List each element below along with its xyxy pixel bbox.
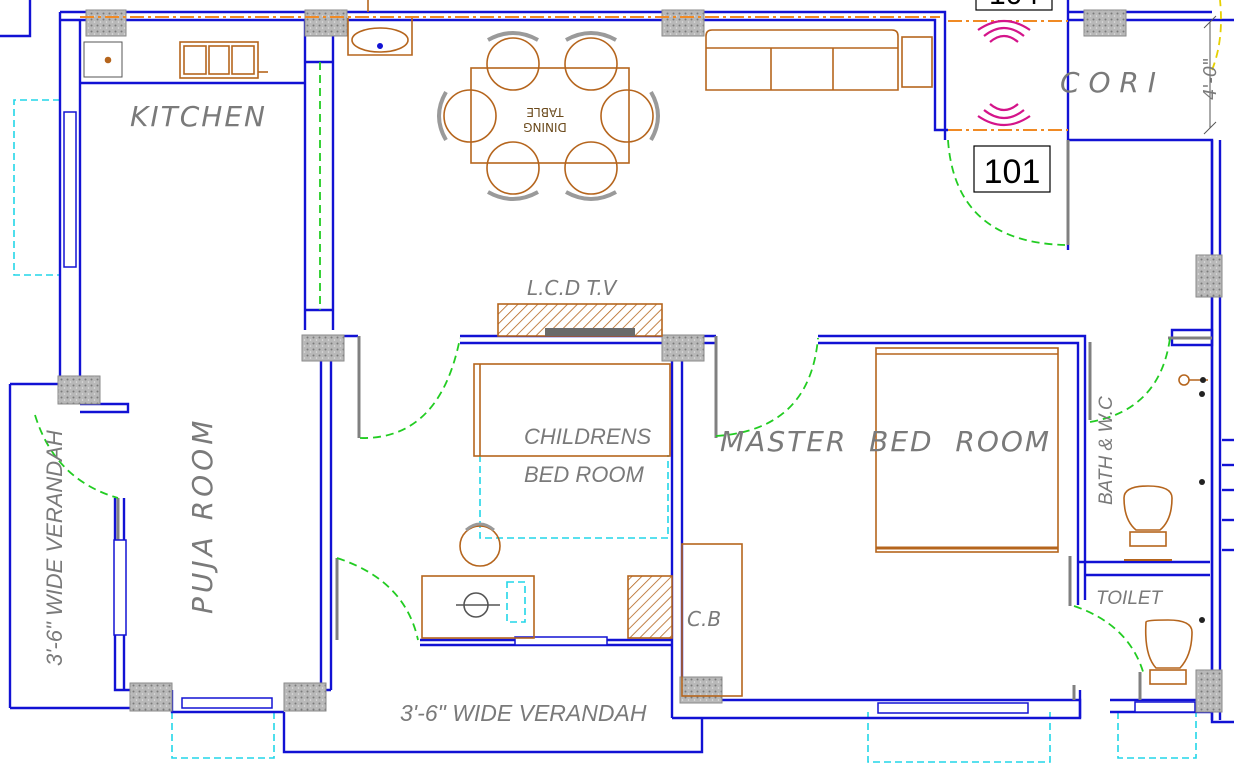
furniture <box>83 0 1208 697</box>
left-verandah-label: 3'-6" WIDE VERANDAH <box>42 430 67 666</box>
door-swing-top-right <box>1211 0 1222 71</box>
sink-small <box>83 41 123 78</box>
door-swing-childrens <box>359 337 461 439</box>
corridor-label: C O R I <box>1060 66 1156 99</box>
puja-room-label: PUJA ROOM <box>186 417 219 614</box>
study-desk <box>421 522 673 639</box>
kitchen-label: KITCHEN <box>130 100 267 133</box>
window-frames <box>63 111 1196 714</box>
door-swing-puja <box>34 414 119 499</box>
columns <box>57 9 1223 713</box>
speakers <box>977 19 1031 127</box>
window-desk-small <box>506 581 526 623</box>
window-bottom-middle <box>867 712 1051 763</box>
cb-label: C.B <box>687 607 721 631</box>
flat-number-box-104 <box>975 0 1053 11</box>
flat-number-101: 101 <box>984 153 1041 191</box>
windows <box>13 99 1197 763</box>
stove <box>179 41 268 79</box>
wash-basin <box>347 0 413 56</box>
corridor-dimension <box>1203 15 1217 135</box>
dining-table-line2: TABLE <box>526 105 564 119</box>
cupboard <box>681 543 743 697</box>
master-bed <box>875 347 1059 553</box>
bottom-verandah-label: 3'-6" WIDE VERANDAH <box>400 700 647 726</box>
door-swing-entry <box>947 139 1066 246</box>
window-childrens-bed-outline <box>479 455 669 539</box>
flat-number-104: 104 <box>989 0 1039 11</box>
door-swing-bath <box>1089 337 1171 423</box>
window-bottom-right <box>1117 712 1197 759</box>
window-bottom-left <box>171 712 275 759</box>
sofa <box>705 29 933 91</box>
bath-wc-label: BATH & W.C <box>1096 396 1117 505</box>
window-left-upper <box>13 99 60 276</box>
toilet-label: TOILET <box>1096 588 1164 609</box>
fixture-dots <box>1199 377 1206 623</box>
childrens-bed <box>473 363 671 457</box>
master-bed-room-label: MASTER BED ROOM <box>720 425 1051 458</box>
lcd-tv-label: L.C.D T.V <box>527 276 618 300</box>
flat-number-box-101 <box>973 145 1051 193</box>
dining-table-line1: DINING <box>523 120 567 134</box>
corridor-dimension-label: 4'-0" <box>1200 57 1221 100</box>
dining-set <box>437 31 660 201</box>
door-swing-verandah <box>336 557 419 641</box>
childrens-bed-room-line1: CHILDRENS <box>524 424 651 449</box>
bath-fittings <box>1123 374 1208 685</box>
door-swing-toilet <box>1073 605 1145 676</box>
door-swing-master <box>715 337 819 437</box>
childrens-bed-room-line2: BED ROOM <box>524 462 644 487</box>
door-swings <box>34 0 1222 676</box>
